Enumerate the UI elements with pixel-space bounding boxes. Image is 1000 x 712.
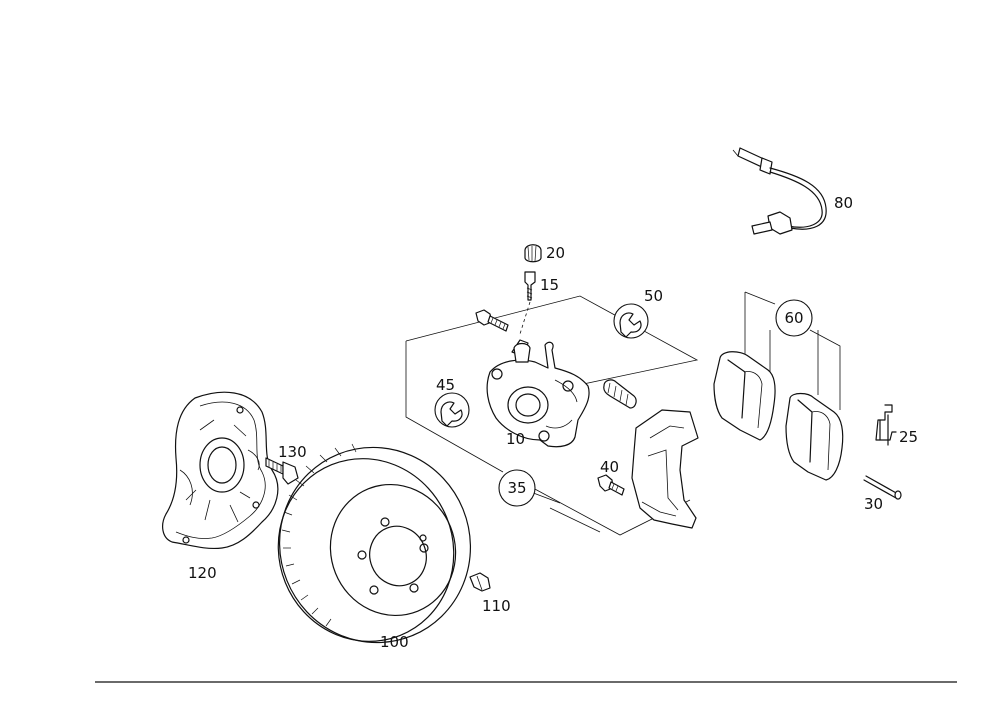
- spring-clip-part-25: [875, 404, 897, 446]
- brake-caliper-part-10: [486, 339, 590, 448]
- bolt-part-130: [265, 457, 299, 485]
- part-number-80: 80: [834, 194, 853, 212]
- part-number-50: 50: [644, 287, 663, 305]
- wrench-icon-callout-50: [613, 303, 649, 339]
- part-number-20: 20: [546, 244, 565, 262]
- callout-circle-35: [498, 469, 536, 507]
- part-number-100: 100: [380, 633, 409, 651]
- guide-pin-sleeve: [603, 379, 637, 409]
- caliper-carrier: [631, 409, 699, 529]
- dust-shield-part-120: [162, 391, 279, 550]
- callout-circle-60: [775, 299, 813, 337]
- part-number-10: 10: [506, 430, 525, 448]
- brake-pads-part-60: [713, 351, 844, 481]
- part-number-15: 15: [540, 276, 559, 294]
- part-number-25: 25: [899, 428, 918, 446]
- bleeder-valve-part-15: [519, 271, 536, 335]
- part-number-60: 60: [784, 309, 803, 327]
- part-number-30: 30: [864, 495, 883, 513]
- caliper-bolt-upper: [475, 309, 509, 332]
- part-number-45: 45: [436, 376, 455, 394]
- screw-part-110: [469, 572, 491, 592]
- part-number-35: 35: [507, 479, 526, 497]
- wear-sensor-part-80: [732, 147, 827, 235]
- cap-part-20: [524, 244, 542, 263]
- part-number-40: 40: [600, 458, 619, 476]
- caliper-bolt-part-40: [597, 474, 625, 496]
- part-number-120: 120: [188, 564, 217, 582]
- wrench-icon-callout-45: [434, 392, 470, 428]
- brake-disc-part-100: [277, 443, 472, 644]
- part-number-labels: 10 15 20 25 30 35 40 45 50 60 80 100 110…: [188, 194, 918, 651]
- part-number-130: 130: [278, 443, 307, 461]
- part-number-110: 110: [482, 597, 511, 615]
- retaining-pin-part-30: [863, 475, 902, 500]
